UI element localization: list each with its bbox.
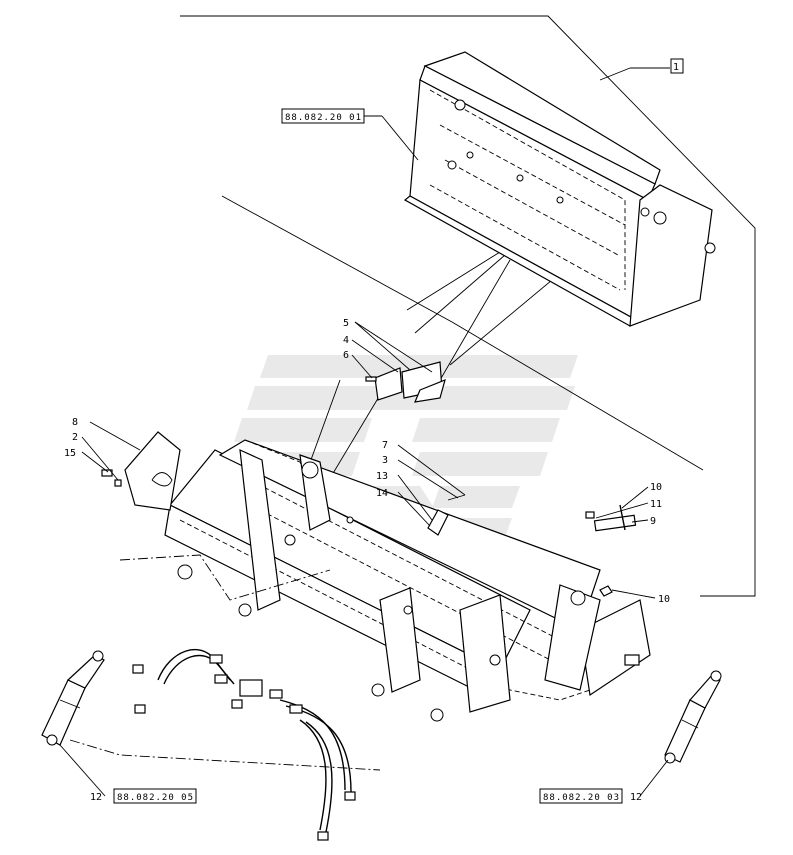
callout-10-side: 10 <box>658 594 670 605</box>
callout-14: 14 <box>376 488 388 499</box>
callout-9: 9 <box>650 516 656 527</box>
pin-parts <box>585 504 637 597</box>
callout-12-right: 12 <box>630 792 642 803</box>
reference-box-cylinder-left[interactable] <box>113 788 197 804</box>
callout-13: 13 <box>376 471 388 482</box>
wear-pad-parts <box>365 361 446 403</box>
callout-8: 8 <box>72 417 78 428</box>
callout-1: 1 <box>673 62 679 73</box>
callout-leaders <box>59 115 669 797</box>
callout-4: 4 <box>343 335 349 346</box>
callout-6: 6 <box>343 350 349 361</box>
item-1-box <box>670 58 684 74</box>
callout-11: 11 <box>650 499 662 510</box>
callout-12-left: 12 <box>90 792 102 803</box>
callout-7: 7 <box>382 440 388 451</box>
callout-5: 5 <box>343 318 349 329</box>
bucket-assembly <box>403 51 716 327</box>
callout-3: 3 <box>382 455 388 466</box>
callout-2: 2 <box>72 432 78 443</box>
side-guard-part <box>101 431 181 511</box>
callout-15: 15 <box>64 448 76 459</box>
hydraulic-cylinder-left <box>41 650 105 746</box>
reference-box-cylinder-right[interactable] <box>539 788 623 804</box>
reference-cylinder-left[interactable]: 88.082.20 05 <box>117 793 194 803</box>
hydraulic-hoses <box>69 554 381 841</box>
loader-frame <box>164 439 651 722</box>
reference-cylinder-right[interactable]: 88.082.20 03 <box>543 793 620 803</box>
reference-bucket[interactable]: 88.082.20 01 <box>285 113 362 123</box>
hydraulic-cylinder-right <box>664 670 722 764</box>
reference-box-bucket[interactable] <box>281 108 365 124</box>
callout-10-top: 10 <box>650 482 662 493</box>
